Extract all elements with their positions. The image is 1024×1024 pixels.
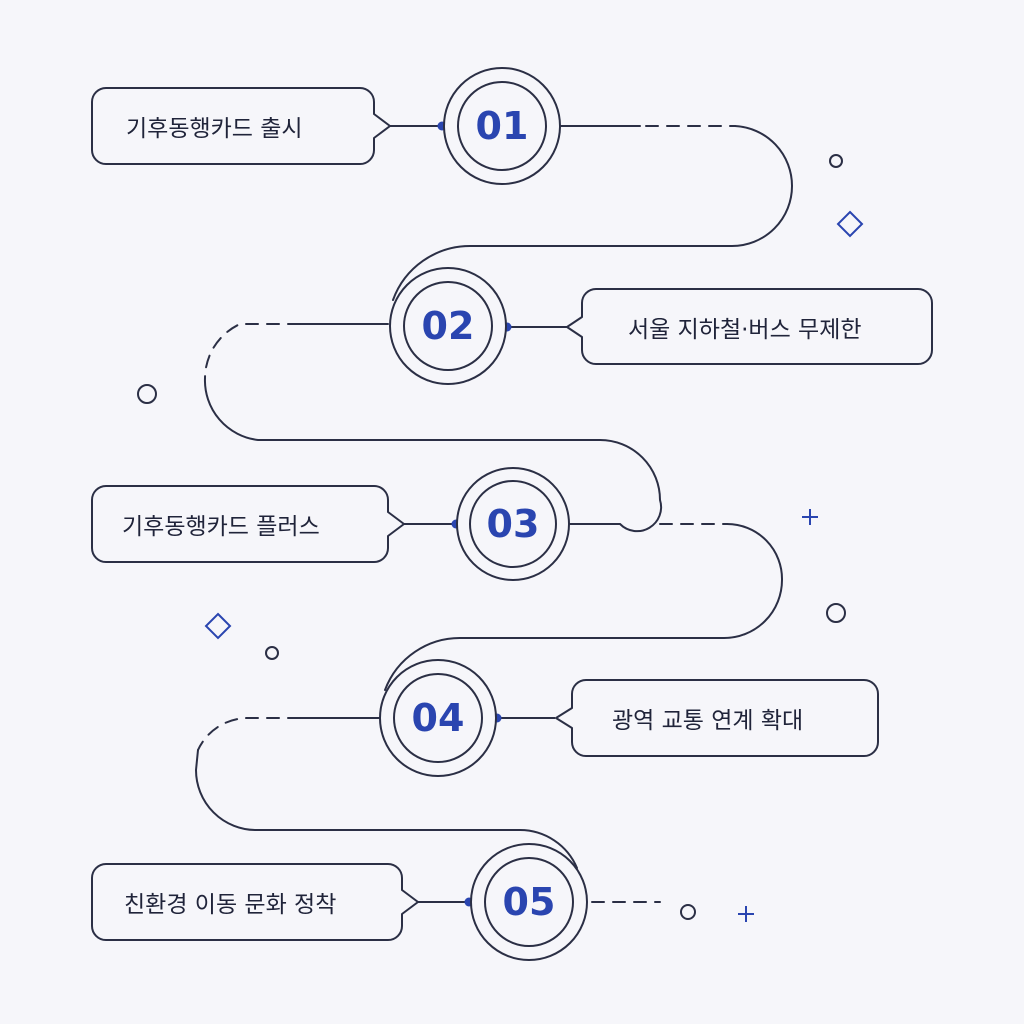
decor-circle-1 [829, 154, 843, 168]
decor-diamond-2 [204, 612, 232, 640]
step-circle-inner-2 [403, 281, 493, 371]
bubble-2 [566, 288, 933, 365]
decor-circle-4 [265, 646, 279, 660]
decor-circle-5 [680, 904, 696, 920]
step-label-1: 기후동행카드 출시 [126, 116, 303, 142]
step-label-2: 서울 지하철·버스 무제한 [628, 317, 862, 343]
step-number-3: 03 [486, 502, 540, 546]
step-number-4: 04 [411, 696, 465, 740]
step-number-5: 05 [502, 880, 556, 924]
step-circle-inner-3 [469, 480, 557, 568]
step-label-4: 광역 교통 연계 확대 [612, 708, 804, 734]
path-segment-5 [384, 523, 784, 691]
bubble-4 [555, 679, 879, 757]
step-circle-inner-5 [484, 857, 574, 947]
step-label-5: 친환경 이동 문화 정착 [124, 892, 337, 918]
decor-circle-3 [826, 603, 846, 623]
bubble-1 [91, 87, 391, 165]
decor-diamond-1 [836, 210, 864, 238]
bubble-5 [91, 863, 419, 941]
decor-plus-1 [802, 509, 818, 525]
step-circle-inner-4 [393, 673, 483, 763]
dashed-segment-2 [204, 323, 301, 379]
step-circle-inner-1 [457, 81, 547, 171]
bubble-3 [91, 485, 405, 563]
step-number-1: 01 [475, 104, 529, 148]
path-segment-4 [203, 377, 663, 533]
path-segment-7 [194, 749, 578, 869]
step-label-3: 기후동행카드 플러스 [122, 514, 320, 540]
path-segment-2 [392, 125, 794, 301]
step-number-2: 02 [421, 304, 475, 348]
decor-circle-2 [137, 384, 157, 404]
decor-plus-2 [738, 906, 754, 922]
dashed-segment-4 [197, 716, 301, 751]
